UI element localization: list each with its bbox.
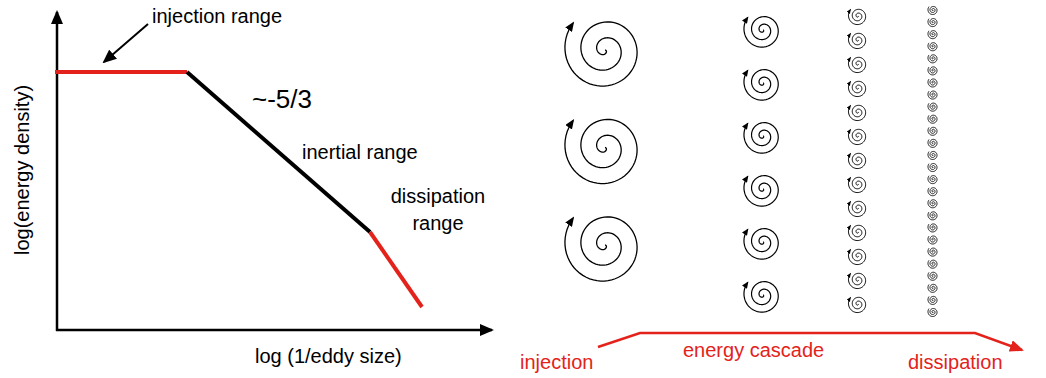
eddy-spiral [928, 91, 937, 99]
eddy-spiral [744, 282, 778, 312]
eddy-spiral [928, 248, 937, 256]
eddy-spiral [928, 224, 937, 232]
eddy-spiral [928, 260, 937, 268]
eddy-spiral [848, 201, 865, 216]
eddy-spiral [848, 57, 865, 72]
stage-label: injection [520, 350, 593, 374]
eddy-spiral [928, 308, 937, 316]
stage-label: energy cascade [683, 338, 824, 362]
eddy-spiral [565, 217, 637, 281]
eddy-spiral [848, 297, 865, 312]
eddy-spiral [848, 9, 865, 24]
eddy-spiral [928, 212, 937, 220]
eddy-spiral [928, 127, 937, 135]
eddy-spiral [928, 200, 937, 208]
eddy-spiral [928, 6, 937, 14]
y-axis [56, 12, 59, 331]
eddy-spiral [928, 164, 937, 172]
eddy-spiral [928, 103, 937, 111]
eddy-spiral [928, 31, 937, 39]
eddy-spiral [928, 67, 937, 75]
eddy-spiral [744, 123, 778, 153]
x-axis [56, 329, 492, 332]
injection-segment [55, 70, 187, 74]
eddy-spiral [928, 79, 937, 87]
eddy-spiral [928, 284, 937, 292]
eddy-spiral [928, 19, 937, 27]
eddy-spiral [744, 17, 778, 47]
eddy-spiral [848, 129, 865, 144]
eddy-spiral [928, 188, 937, 196]
eddy-spiral [928, 296, 937, 304]
eddy-spiral [565, 119, 637, 183]
eddy-spiral [928, 176, 937, 184]
eddy-spiral [744, 176, 778, 206]
eddy-spiral [928, 151, 937, 159]
range-label: dissipation range [388, 183, 488, 237]
stage-label: dissipation [908, 350, 1003, 374]
eddy-spiral [928, 272, 937, 280]
slope-label: ~-5/3 [252, 84, 312, 115]
eddy-spiral [928, 115, 937, 123]
eddy-spiral [565, 22, 637, 86]
eddy-spiral [848, 153, 865, 168]
eddy-spiral [928, 43, 937, 51]
dissipation-segment [370, 232, 422, 307]
eddy-spiral [744, 229, 778, 259]
eddy-spiral [848, 177, 865, 192]
eddy-spiral [848, 249, 865, 264]
eddy-spiral [928, 55, 937, 63]
eddy-spiral [848, 273, 865, 288]
eddy-spiral [848, 105, 865, 120]
leader-arrow [104, 24, 148, 62]
axis-title: log(energy density) [10, 85, 34, 255]
eddy-spiral [928, 139, 937, 147]
eddy-spiral [928, 236, 937, 244]
eddy-spiral [744, 70, 778, 100]
eddy-spirals [565, 6, 937, 316]
range-label: inertial range [302, 140, 418, 164]
eddy-spiral [848, 225, 865, 240]
axis-title: log (1/eddy size) [255, 344, 402, 368]
annotation-label: injection range [152, 4, 282, 28]
eddy-spiral [848, 33, 865, 48]
eddy-spiral [848, 81, 865, 96]
